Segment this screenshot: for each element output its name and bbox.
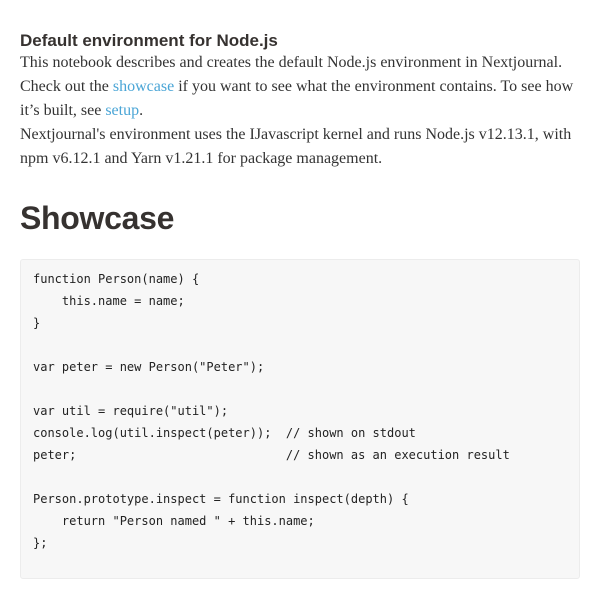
code-source: function Person(name) { this.name = name… (33, 272, 510, 551)
notebook-article: Default environment for Node.js This not… (20, 31, 580, 580)
setup-link[interactable]: setup (105, 102, 140, 120)
showcase-section-heading: Showcase (20, 200, 175, 237)
intro-paragraph: This notebook describes and creates the … (20, 51, 580, 123)
intro-text-after-setup: . (139, 102, 144, 120)
showcase-link[interactable]: showcase (112, 78, 175, 96)
intro-text-between-links: if you want to see what the environment … (20, 78, 574, 120)
environment-paragraph: Nextjournal's environment uses the IJava… (20, 126, 572, 168)
intro-text-before-showcase: This notebook describes and creates the … (20, 54, 563, 96)
code-cell: function Person(name) { this.name = name… (20, 259, 580, 580)
notebook-title: Default environment for Node.js (20, 31, 278, 50)
